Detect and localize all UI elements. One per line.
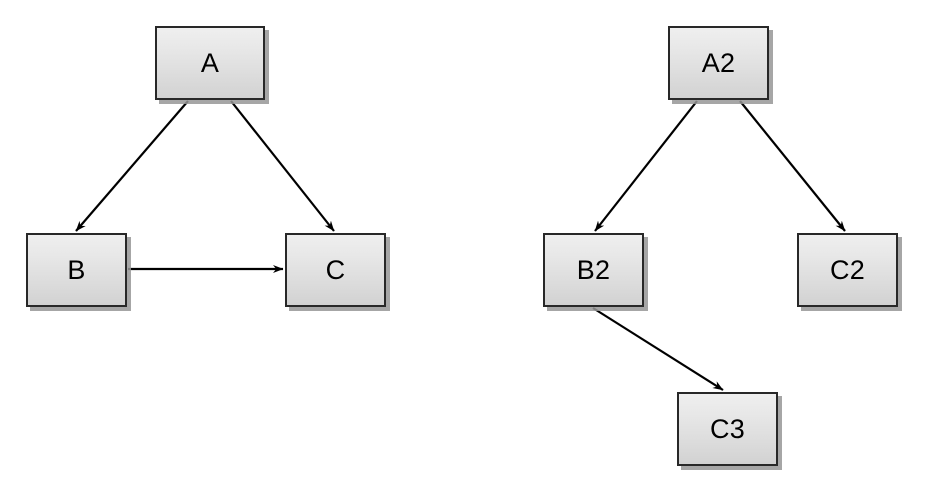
node-label-b: B: [67, 254, 86, 285]
edge-b2-to-c3: [592, 307, 724, 391]
node-b2[interactable]: B2: [543, 233, 644, 307]
node-a2[interactable]: A2: [668, 26, 769, 100]
node-b[interactable]: B: [26, 233, 127, 307]
node-label-b2: B2: [576, 254, 611, 285]
node-c[interactable]: C: [285, 233, 386, 307]
node-label-c3: C3: [710, 413, 745, 444]
node-c3[interactable]: C3: [677, 392, 778, 466]
edge-a2-to-b2: [594, 100, 698, 232]
node-c2[interactable]: C2: [797, 233, 898, 307]
node-label-a2: A2: [701, 47, 736, 78]
edge-a-to-b: [75, 100, 189, 232]
edge-a-to-c: [230, 100, 335, 232]
node-label-c: C: [325, 254, 346, 285]
edges-group: [75, 100, 846, 391]
node-label-a: A: [200, 47, 220, 78]
node-label-c2: C2: [830, 254, 865, 285]
node-a[interactable]: A: [155, 26, 265, 100]
edge-a2-to-c2: [739, 100, 846, 232]
